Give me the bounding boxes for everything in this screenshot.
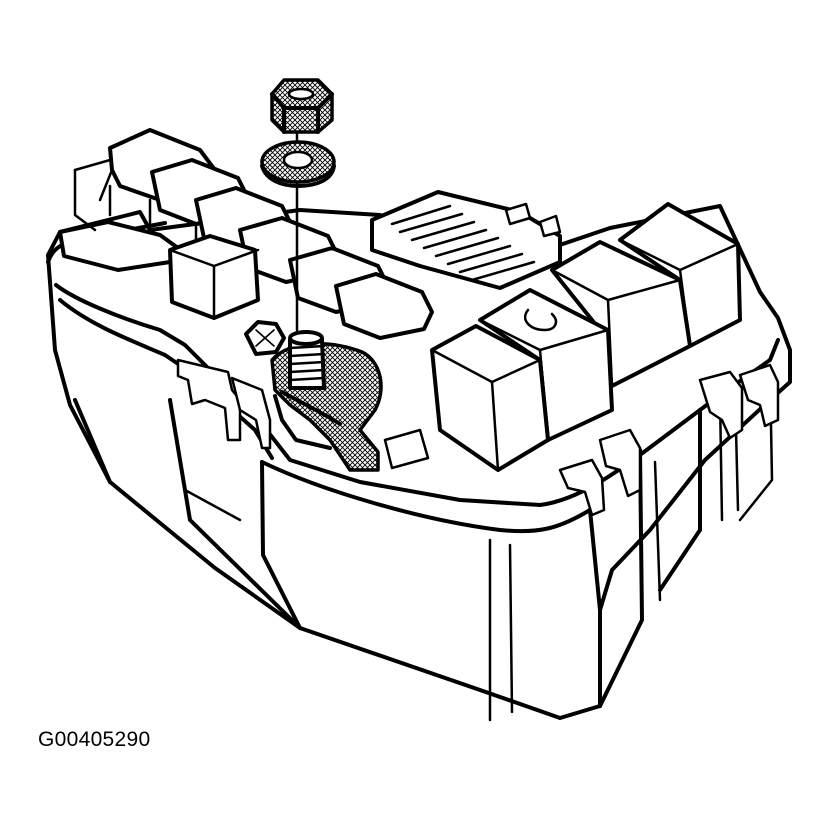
threaded-stud-icon (288, 330, 326, 390)
hex-nut-icon (270, 78, 334, 134)
fuse-row (58, 128, 434, 340)
washer-icon (260, 140, 336, 188)
mounting-bolt-icon (244, 320, 286, 356)
fuse-carrier (370, 190, 562, 290)
small-relay (168, 234, 260, 320)
relay-block (383, 202, 742, 472)
figure-id-label: G00405290 (38, 728, 151, 751)
